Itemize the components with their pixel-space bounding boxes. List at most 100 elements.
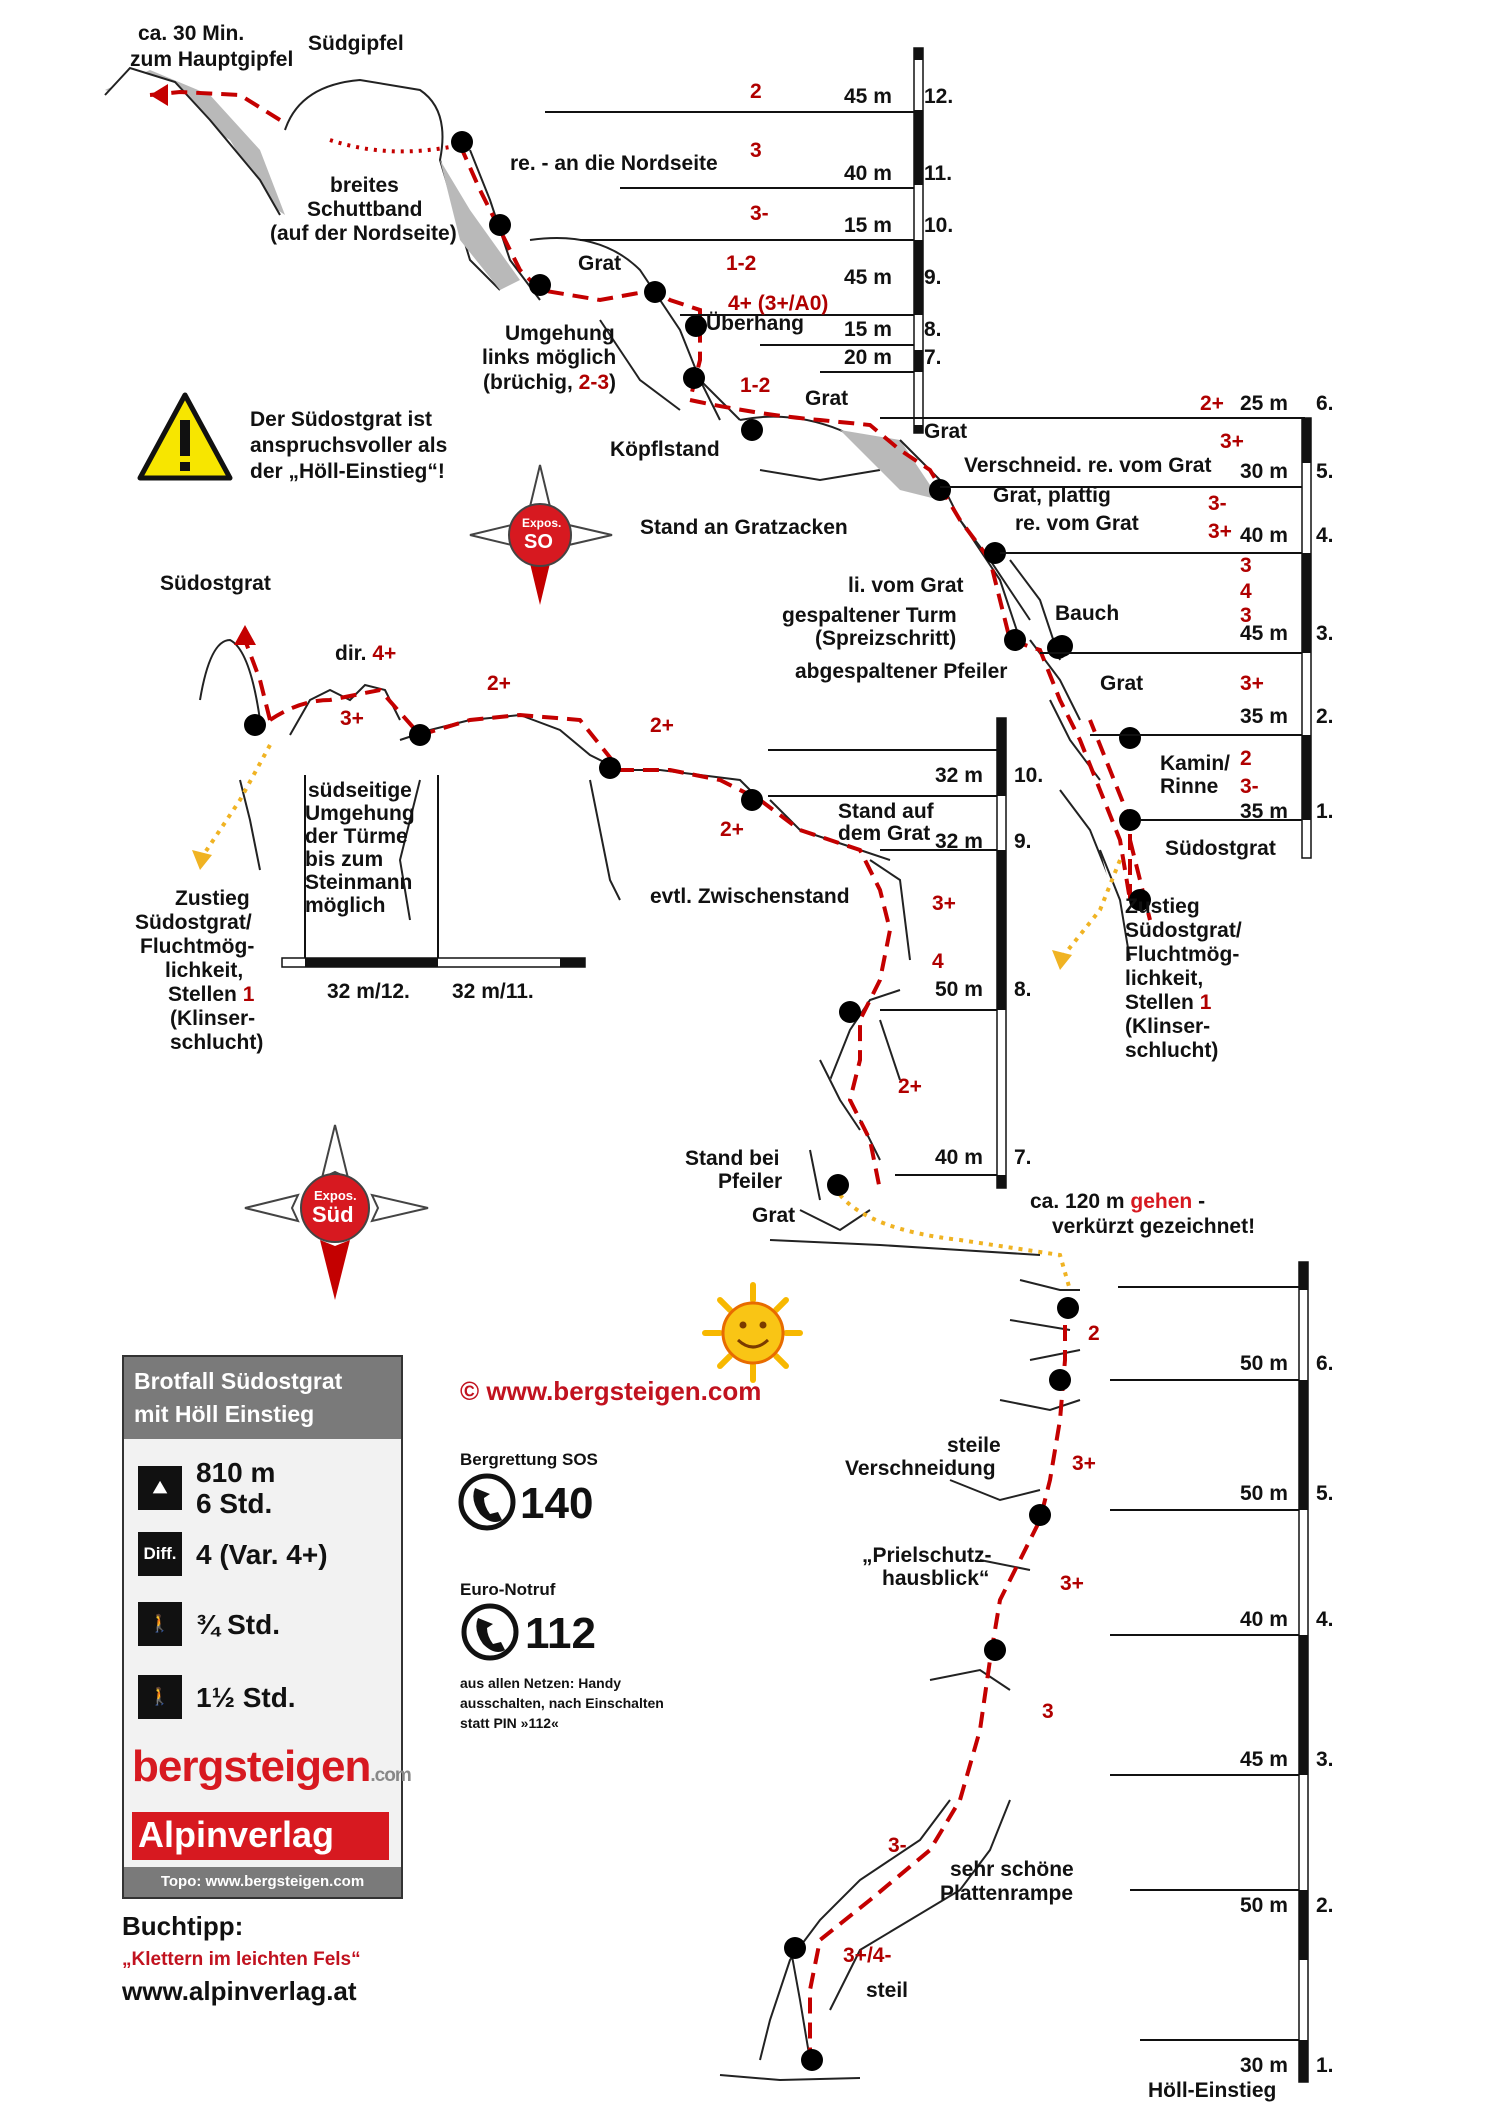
stand-grat-line: dem Grat	[838, 822, 930, 845]
pitch-number: 12.	[924, 85, 953, 108]
warning-text: Der Südostgrat ist anspruchsvoller als d…	[250, 408, 447, 483]
pitch-length: 30 m	[1240, 460, 1288, 483]
turm-label-1: gespaltener Turm	[782, 604, 957, 627]
grade-label: 3+	[1072, 1452, 1096, 1475]
bypass-label-3: (brüchig, 2-3)	[483, 371, 616, 394]
pitch-length: 30 m	[1240, 2054, 1288, 2077]
route-direction-arrows	[150, 84, 1072, 970]
li-vom-grat-label: li. vom Grat	[848, 574, 964, 597]
book-url: www.alpinverlag.at	[121, 1976, 357, 2006]
pitch-grade: 4+ (3+/A0)	[728, 292, 828, 315]
approach-line: Zustieg	[1125, 895, 1200, 918]
pitch-length: 45 m	[1240, 1748, 1288, 1771]
approach-line: schlucht)	[1125, 1039, 1218, 1062]
grade-label: 3-	[888, 1834, 907, 1857]
euro-title: Euro-Notruf	[460, 1580, 556, 1599]
euro-number: 112	[525, 1609, 596, 1658]
pitch-number: 7.	[1014, 1146, 1032, 1169]
pitch-length: 40 m	[844, 162, 892, 185]
book-title: Buchtipp:	[122, 1911, 243, 1941]
grade-label: 2	[1088, 1322, 1100, 1345]
pitch-number: 7.	[924, 346, 942, 369]
alpinverlag-logo: Alpinverlag	[132, 1812, 389, 1860]
pitch-number: 6.	[1316, 1352, 1334, 1375]
priel-line: „Prielschutz-	[862, 1544, 992, 1567]
pitch-length: 50 m	[1240, 1482, 1288, 1505]
summit-labels: ca. 30 Min. zum Hauptgipfel Südgipfel br…	[130, 22, 967, 461]
platten-line: sehr schöne	[950, 1858, 1074, 1881]
grat-plattig-label: Grat, plattig	[993, 484, 1111, 507]
approach-row: 🚶 ¾ Std.	[138, 1602, 280, 1646]
pitch-grade: 3	[1240, 604, 1252, 627]
approach-line: Stellen 1	[1125, 991, 1212, 1014]
platten-line: Plattenrampe	[940, 1882, 1073, 1905]
verschneidung-line: Verschneidung	[845, 1457, 996, 1480]
compass-so-icon	[469, 464, 613, 605]
bypass-mid-line: der Türme	[305, 825, 408, 848]
southeast-pitch-list: 2+ 25 m 6. 3+ 30 m 5. 3- 3+ 40 m 4. 3 4 …	[1200, 392, 1334, 823]
pitch-number: 3.	[1316, 1748, 1334, 1771]
pitch-number: 3.	[1316, 622, 1334, 645]
pitch-number: 10.	[924, 214, 953, 237]
bypass-mid-line: südseitige	[308, 779, 412, 802]
pitch-number: 10.	[1014, 764, 1043, 787]
pitch-length: 40 m	[1240, 1608, 1288, 1631]
pitch-grade: 2	[1240, 747, 1252, 770]
compass-sued-dir: Süd	[312, 1202, 354, 1227]
hiker-up-icon: 🚶	[138, 1602, 182, 1646]
pitch-length: 50 m	[935, 978, 983, 1001]
compass-so-dir: SO	[524, 531, 553, 553]
panel-header: Brotfall Südostgrat mit Höll Einstieg	[124, 1357, 401, 1439]
bergsteigen-logo: bergsteigen.com	[132, 1742, 412, 1792]
descent-time: 1½ Std.	[196, 1681, 296, 1713]
approach-mid-line: Zustieg	[175, 887, 250, 910]
warning-line-2: anspruchsvoller als	[250, 434, 447, 457]
scale-bar-middle	[768, 717, 1007, 1189]
approach-mid-line: schlucht)	[170, 1031, 263, 1054]
bypass-mid-line: Umgehung	[305, 802, 415, 825]
climber-icon: ⛰	[138, 1466, 182, 1510]
pitch-number: 5.	[1316, 1482, 1334, 1505]
panel-footer: Topo: www.bergsteigen.com	[124, 1867, 401, 1897]
walk-label: ca. 120 m gehen -	[1030, 1190, 1205, 1213]
hoell-labels: 2 steile Verschneidung 3+ „Prielschutz- …	[843, 1322, 1276, 2102]
phone-icon	[458, 1473, 516, 1531]
scale-bar-hoell	[1110, 1261, 1309, 2083]
compass-labels: Expos. SO Expos. Süd	[312, 516, 561, 1227]
verschneid-label: Verschneid. re. vom Grat	[964, 454, 1211, 477]
pitch-length: 15 m	[844, 214, 892, 237]
se-start-label: Südostgrat	[1165, 837, 1276, 860]
grade-label: 4	[932, 950, 944, 973]
scree-band-label-1: breites	[330, 174, 399, 197]
stand-grat-line: Stand auf	[838, 800, 935, 823]
bauch-label: Bauch	[1055, 602, 1119, 625]
hoell-pitch-list: 50 m 6. 50 m 5. 40 m 4. 45 m 3. 50 m 2. …	[1240, 1352, 1334, 2077]
verschneidung-line: steile	[947, 1434, 1001, 1457]
grade-label: 3+	[340, 707, 364, 730]
copyright-label: © www.bergsteigen.com	[460, 1376, 761, 1406]
scree-band-label-3: (auf der Nordseite)	[270, 222, 457, 245]
pitch-number: 6.	[1316, 392, 1334, 415]
pitch-number: 8.	[924, 318, 942, 341]
pitch-length: 50 m	[1240, 1894, 1288, 1917]
pitch-length: 45 m	[1240, 622, 1288, 645]
approach-line: lichkeit,	[1125, 967, 1203, 990]
grade-label: 2+	[720, 818, 744, 841]
zwischen-label: evtl. Zwischenstand	[650, 885, 850, 908]
re-vom-grat-label: re. vom Grat	[1015, 512, 1139, 535]
sos-title: Bergrettung SOS	[460, 1450, 598, 1469]
pitch-grade: 3-	[1240, 775, 1259, 798]
approach-mid-line: Südostgrat/	[135, 911, 252, 934]
phone-icon-2	[461, 1603, 519, 1661]
tour-time: 6 Std.	[196, 1488, 273, 1519]
dir-label: dir. 4+	[335, 642, 396, 665]
pitch-grade: 1-2	[740, 374, 770, 397]
gratzacken-label: Stand an Gratzacken	[640, 516, 848, 539]
grade-label: 2+	[898, 1075, 922, 1098]
upper-pitch-list: 2 45 m 12. 3 40 m 11. 3- 15 m 10. 1-2 45…	[726, 80, 953, 397]
pitch-length: 40 m	[1240, 524, 1288, 547]
middle-labels: Südostgrat dir. 4+ 3+ 2+ 2+ 2+ südseitig…	[135, 572, 744, 1054]
pitch-length: 25 m	[1240, 392, 1288, 415]
north-side-label: re. - an die Nordseite	[510, 152, 718, 175]
pitch-grade: 1-2	[726, 252, 756, 275]
